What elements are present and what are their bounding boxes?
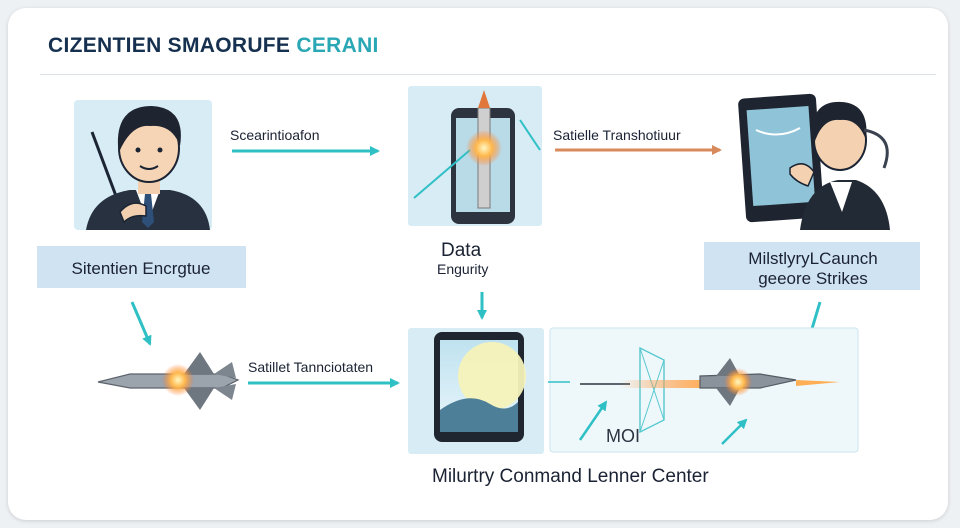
m-label: MOI (606, 426, 640, 446)
scientist-label-box (37, 246, 246, 288)
title-main: CIZENTIEN SMAORUFE (48, 34, 297, 57)
data-title: Data (441, 240, 482, 261)
title-accent: CERANI (296, 34, 379, 57)
military-launch-label-box (704, 242, 920, 290)
military-launch-line1: MilstlyryLCaunch (748, 249, 877, 268)
data-subtitle: Engurity (437, 261, 488, 277)
strike-panel: MOI (548, 327, 859, 453)
strike-panel-bg (549, 327, 859, 453)
rocket-icon (466, 90, 502, 209)
operator-person-icon (789, 101, 890, 230)
scientist-icon (86, 106, 210, 230)
arrow-strike-up-left (578, 400, 608, 441)
command-tablet-node (408, 328, 544, 454)
missile-icon-left (97, 352, 240, 410)
page-title: CIZENTIEN SMAORUFE CERANI (48, 34, 379, 58)
command-center-label: Milurtry Conmand Lenner Center (432, 466, 709, 487)
phone-node (408, 86, 542, 226)
arrow3-label: Satillet Tannciotaten (248, 359, 373, 375)
missile-icon-right (580, 358, 840, 406)
military-launch-line2: geeore Strikes (758, 269, 868, 288)
arrow1-label: Scearintioafon (230, 127, 320, 143)
tablet-icon (738, 93, 824, 223)
scientist-label: Sitentien Encrgtue (72, 259, 211, 278)
command-tablet-icon (434, 332, 526, 442)
scientist-node (74, 100, 212, 230)
arrow-strike-up-right (721, 418, 748, 445)
arrow-scientist-to-missile (130, 301, 152, 346)
operator-node (738, 93, 890, 230)
arrow2-label: Satielle Transhotiuur (553, 127, 681, 143)
title-divider (40, 74, 936, 75)
